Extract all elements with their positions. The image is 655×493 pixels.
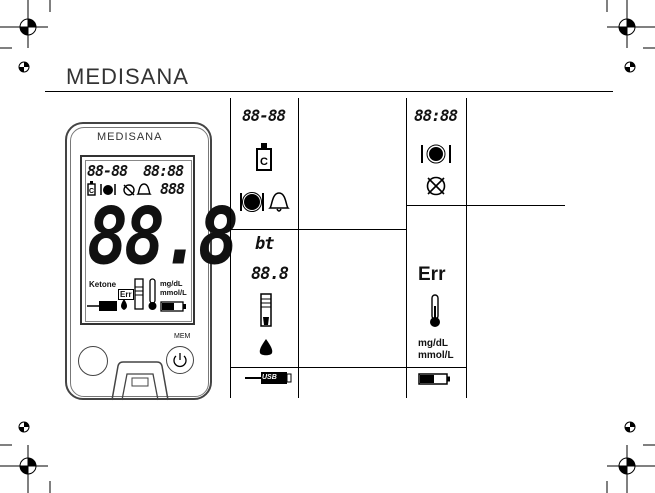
table-row-line-3	[407, 205, 565, 206]
screen-unit-mmoll: mmol/L	[160, 288, 187, 297]
no-meal-icon	[426, 176, 446, 196]
screen-err-label: Err	[118, 289, 134, 300]
symbol-value: 88.8	[251, 264, 289, 284]
table-col-line-1	[230, 98, 231, 398]
table-col-line-4	[466, 98, 467, 398]
meal-bell-icon	[240, 192, 290, 212]
power-icon	[173, 353, 187, 368]
symbol-time: 88:88	[414, 106, 458, 125]
symbol-err: Err	[418, 264, 446, 285]
screen-big-value: 88.8	[87, 192, 239, 283]
meter-left-button[interactable]	[78, 346, 108, 376]
table-row-line-1	[231, 229, 406, 230]
usb-cable-icon	[245, 372, 292, 384]
svg-text:C: C	[89, 188, 94, 195]
usb-icon-label: USB	[262, 374, 277, 381]
symbol-bt: bt	[255, 234, 275, 254]
symbol-unit-mmoll: mmol/L	[418, 350, 454, 361]
test-strip-icon	[260, 293, 272, 327]
symbol-unit-mgdl: mg/dL	[418, 338, 448, 349]
screen-small-value: 888	[160, 180, 185, 198]
meter-inner-border	[70, 127, 209, 397]
table-row-line-4	[407, 367, 467, 368]
meter-device	[65, 122, 212, 400]
meter-screen	[80, 155, 195, 325]
meter-brand: MEDISANA	[97, 131, 163, 143]
symbol-date: 88-88	[242, 106, 286, 125]
screen-date: 88-88	[87, 162, 128, 180]
meter-mem-label: MEM	[174, 333, 191, 340]
screen-unit-mgdl: mg/dL	[160, 279, 183, 288]
battery-low-icon	[418, 373, 450, 385]
header-logo: MEDISANA	[66, 64, 189, 89]
thermometer-icon	[430, 294, 440, 327]
table-row-line-2	[231, 367, 406, 368]
meter-mem-button[interactable]	[166, 346, 194, 374]
table-col-line-3	[406, 98, 407, 398]
screen-time: 88:88	[143, 162, 184, 180]
screen-ketone-label: Ketone	[89, 280, 117, 289]
screen-status-icons: C	[87, 181, 152, 196]
meter-strip-port	[111, 361, 169, 401]
header-rule	[45, 91, 613, 92]
table-col-line-2	[298, 98, 299, 398]
control-solution-icon: C	[256, 143, 272, 171]
svg-text:C: C	[260, 156, 268, 168]
screen-bottom-icons	[87, 278, 186, 312]
before-meal-icon	[421, 144, 451, 164]
blood-drop-icon	[259, 339, 273, 356]
